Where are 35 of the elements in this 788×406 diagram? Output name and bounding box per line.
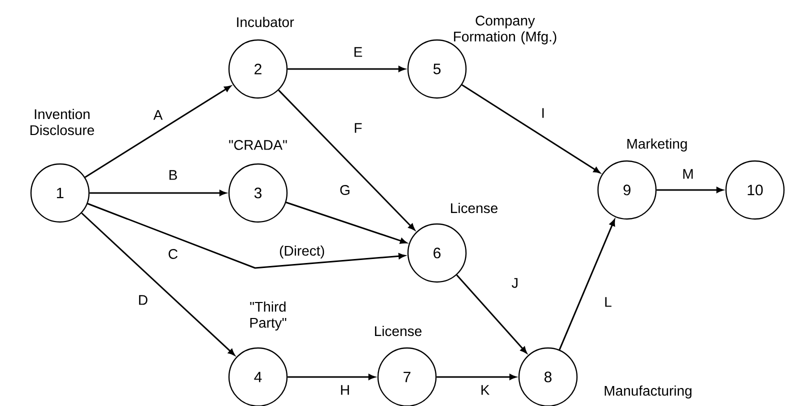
edge-label: A [153, 110, 163, 120]
arrow [286, 202, 407, 244]
arrow [84, 86, 232, 178]
edge-label: E [354, 47, 362, 57]
arrow [462, 84, 600, 174]
node-caption: Manufacturing [604, 385, 692, 398]
arrow [288, 374, 376, 380]
edge-label: I [542, 108, 544, 118]
arrow [436, 374, 516, 380]
arrow [90, 190, 226, 196]
edge-label: F [354, 123, 362, 133]
node-caption: License [451, 202, 498, 214]
arrow [87, 202, 406, 269]
node-caption: Invention Disclosure [30, 108, 94, 136]
edge-label: B [169, 170, 177, 180]
edge-label: L [605, 297, 612, 307]
arrow [456, 274, 528, 354]
arrow [288, 66, 406, 72]
arrow [81, 212, 235, 356]
node-caption: License [375, 326, 422, 336]
edge-label: M [683, 169, 693, 179]
node-caption: Marketing [627, 138, 687, 152]
arrow [278, 90, 416, 230]
edge-label: C [168, 249, 178, 259]
node-caption: "CRADA" [229, 140, 287, 150]
edge-label: H [341, 385, 349, 395]
arrow [656, 187, 724, 193]
node-caption: "Third Party" [250, 301, 286, 330]
edge-label: K [481, 385, 490, 395]
arrow [558, 219, 616, 350]
route-label: (Direct) [278, 244, 326, 260]
edge-label: J [512, 278, 518, 288]
edge-label: D [139, 295, 148, 305]
edge-label: G [340, 185, 350, 195]
node-caption: Incubator [237, 16, 294, 28]
